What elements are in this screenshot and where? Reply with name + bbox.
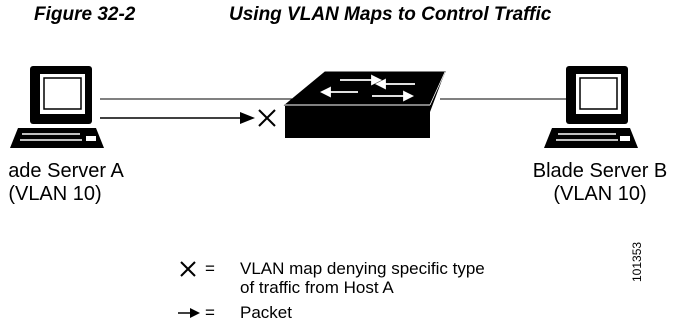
server-a-label: ade Server A (VLAN 10) bbox=[0, 160, 146, 206]
figure-caption: Using VLAN Maps to Control Traffic bbox=[229, 4, 552, 25]
legend-deny-x-icon bbox=[180, 261, 196, 277]
figure-id: 101353 bbox=[630, 241, 644, 282]
legend-packet-text: Packet bbox=[240, 303, 292, 322]
legend-packet-arrow-icon bbox=[178, 308, 200, 318]
legend-deny-text: VLAN map denying specific type of traffi… bbox=[240, 259, 485, 297]
legend-packet-equals: = bbox=[205, 303, 215, 322]
server-b-label: Blade Server B (VLAN 10) bbox=[520, 160, 674, 206]
server-b-vlan: (VLAN 10) bbox=[553, 183, 647, 205]
computer-a-icon bbox=[10, 66, 104, 148]
computer-b-icon bbox=[544, 66, 638, 148]
deny-x-icon bbox=[258, 109, 276, 127]
legend-deny-line2: of traffic from Host A bbox=[240, 278, 394, 297]
legend-deny-equals: = bbox=[205, 259, 215, 278]
legend-deny-line1: VLAN map denying specific type bbox=[240, 259, 485, 278]
figure-title: Figure 32-2 Using VLAN Maps to Control Tr… bbox=[34, 4, 551, 26]
figure-number: Figure 32-2 bbox=[34, 4, 136, 25]
switch-icon bbox=[283, 71, 446, 138]
server-b-name: Blade Server B bbox=[532, 160, 668, 182]
server-a-vlan: (VLAN 10) bbox=[8, 183, 102, 205]
packet-arrow bbox=[100, 112, 255, 124]
server-a-name: ade Server A bbox=[8, 160, 124, 182]
